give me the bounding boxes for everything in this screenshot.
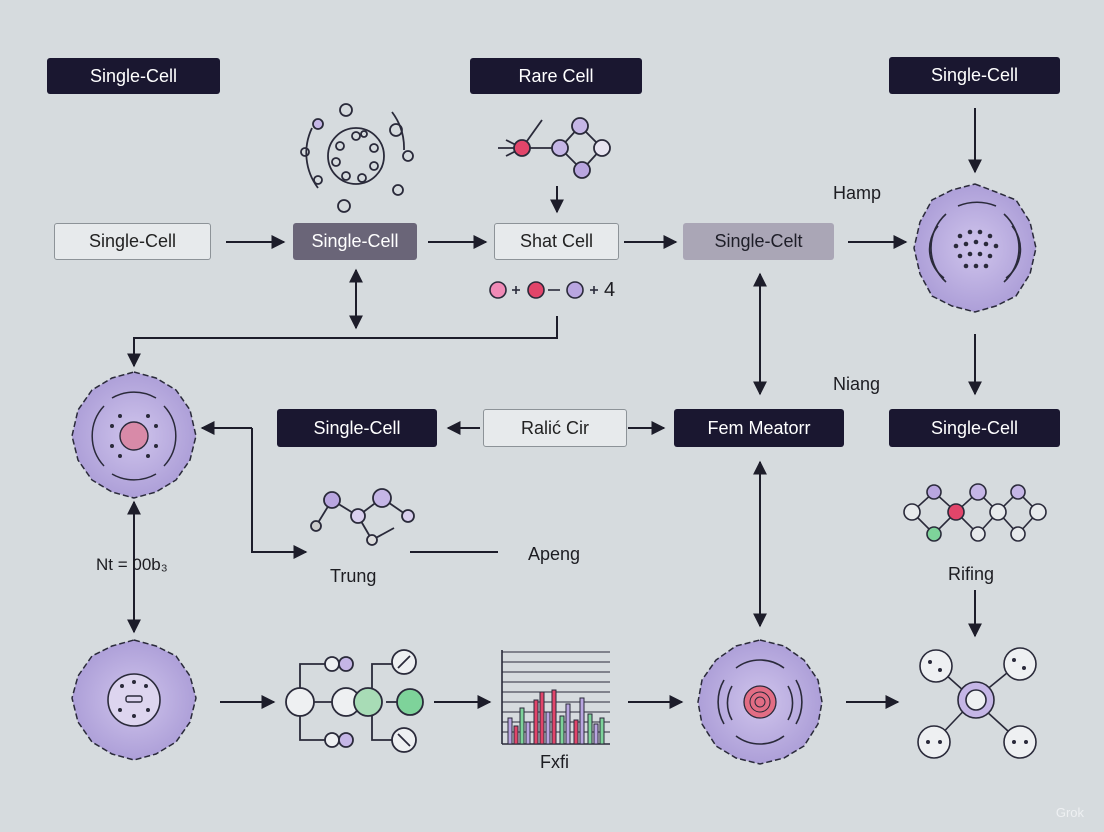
label-fxfi: Fxfi: [540, 752, 569, 772]
label-rifing: Rifing: [948, 564, 995, 584]
box-row2-single-cell-a: Single-Cell: [54, 223, 211, 260]
box-single-celt: Single-Celt: [683, 223, 834, 260]
label-apeng: Apeng: [528, 544, 581, 564]
trung-network-icon: [310, 488, 415, 546]
box-row2-single-cell-b: Single-Cell: [293, 223, 417, 260]
box-rare-cell: Rare Cell: [470, 58, 642, 94]
large-cell-right-icon: [913, 183, 1037, 313]
box-fem-meatorr: Fem Meatorr: [674, 409, 844, 447]
label-trung: Trung: [330, 566, 377, 586]
label-hamp: Hamp: [833, 183, 882, 203]
watermark: Grok: [1055, 805, 1084, 820]
box-row3-single-cell: Single-Cell: [277, 409, 437, 447]
bottom-right-cluster-icon: [917, 647, 1037, 759]
bottom-left-cell-icon: [71, 639, 197, 761]
label-niang: Niang: [833, 374, 881, 394]
box-shat-cell: Shat Cell: [494, 223, 619, 260]
arrows: [127, 108, 982, 709]
box-row3-right-single-cell: Single-Cell: [889, 409, 1060, 447]
ring-cluster-icon: [300, 103, 414, 213]
box-top-left-single-cell: Single-Cell: [47, 58, 220, 94]
rare-cell-network-icon: [498, 117, 611, 179]
bottom-mid-cell-icon: [697, 639, 823, 765]
formula-icon: [489, 281, 598, 299]
label-nt: Nt = 00b₃: [96, 555, 168, 574]
bar-chart-icon: [501, 650, 610, 745]
box-top-right-single-cell: Single-Cell: [889, 57, 1060, 94]
bottom-tree-icon: [285, 649, 424, 753]
rifing-network-icon: [903, 483, 1047, 542]
arrow-elbow-to-left-cell: [127, 316, 558, 368]
left-cell-icon: [71, 371, 197, 499]
formula-end-symbol: 4: [604, 279, 616, 301]
box-ralic-cir: Ralić Cir: [483, 409, 627, 447]
arrow-elbow-to-trung: [251, 428, 308, 559]
